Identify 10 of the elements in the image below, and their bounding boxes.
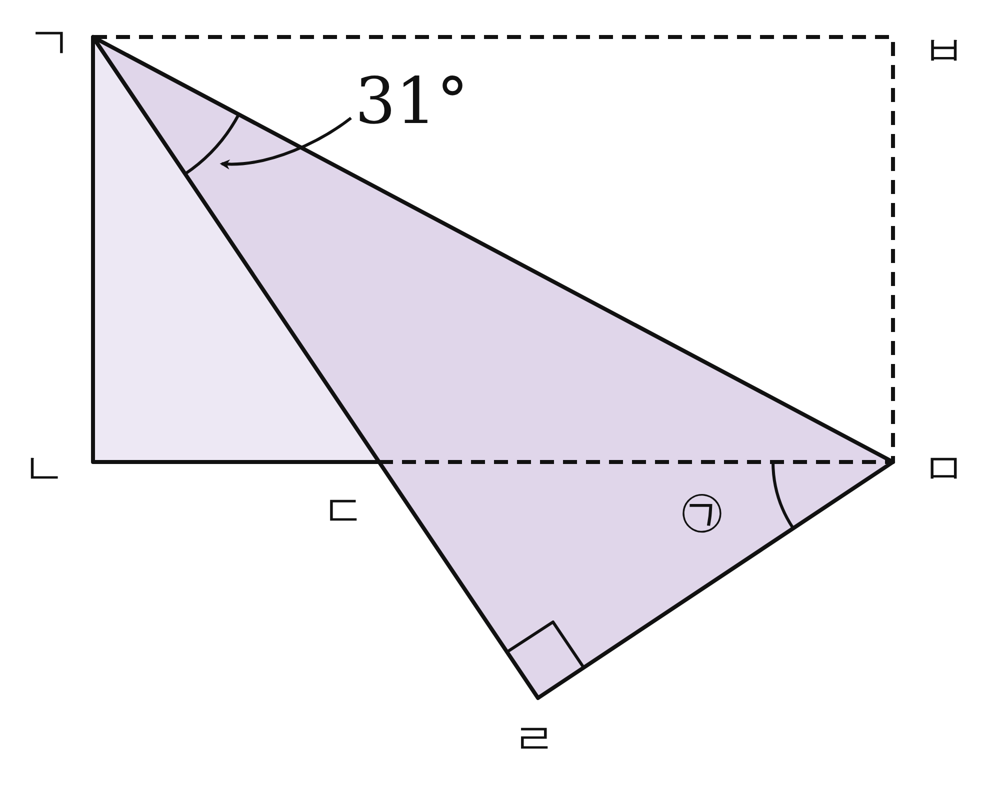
vertex-label: ㄷ [322, 490, 366, 534]
vertex-label: ㅁ [922, 448, 966, 492]
vertex-label: ㅂ [922, 30, 966, 74]
leader-arrow [220, 116, 352, 170]
vertex-label: ㄹ [512, 718, 556, 762]
angle-mark: ㉠ [680, 490, 724, 534]
vertex-label: ㄴ [22, 448, 66, 492]
vertex-label: ㄱ [28, 22, 72, 66]
angle-arc [184, 113, 240, 176]
angle-label: 31° [355, 70, 468, 134]
